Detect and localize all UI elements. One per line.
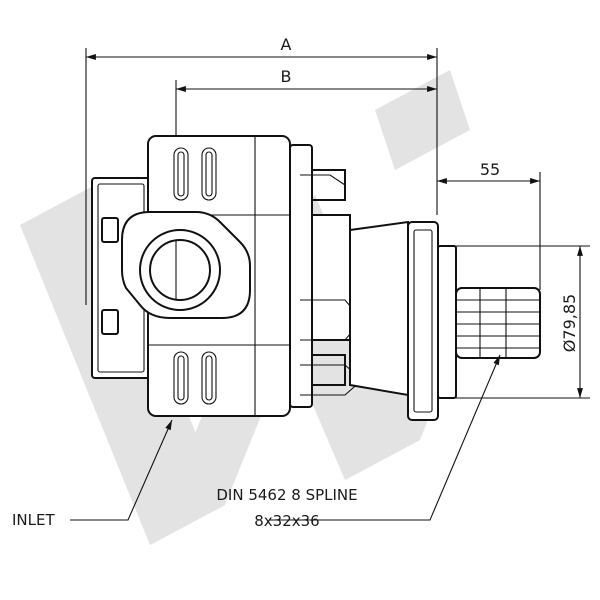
mounting-flange	[407, 221, 457, 421]
dimension-diameter-label: Ø79,85	[560, 294, 579, 352]
body-slots	[173, 147, 217, 405]
leader-lines	[70, 354, 501, 521]
spline-leader	[270, 354, 501, 521]
spline-label-line2: 8x32x36	[254, 512, 319, 530]
dimension-b-label: B	[281, 67, 292, 86]
dimension-lines	[86, 54, 583, 398]
dimension-55-label: 55	[480, 160, 500, 179]
spline-label-line1: DIN 5462 8 SPLINE	[216, 486, 357, 504]
inlet-leader	[70, 419, 173, 521]
splined-shaft	[455, 287, 541, 359]
dimension-a-label: A	[281, 35, 292, 54]
inlet-label: INLET	[12, 511, 55, 529]
inlet-port	[121, 211, 251, 319]
